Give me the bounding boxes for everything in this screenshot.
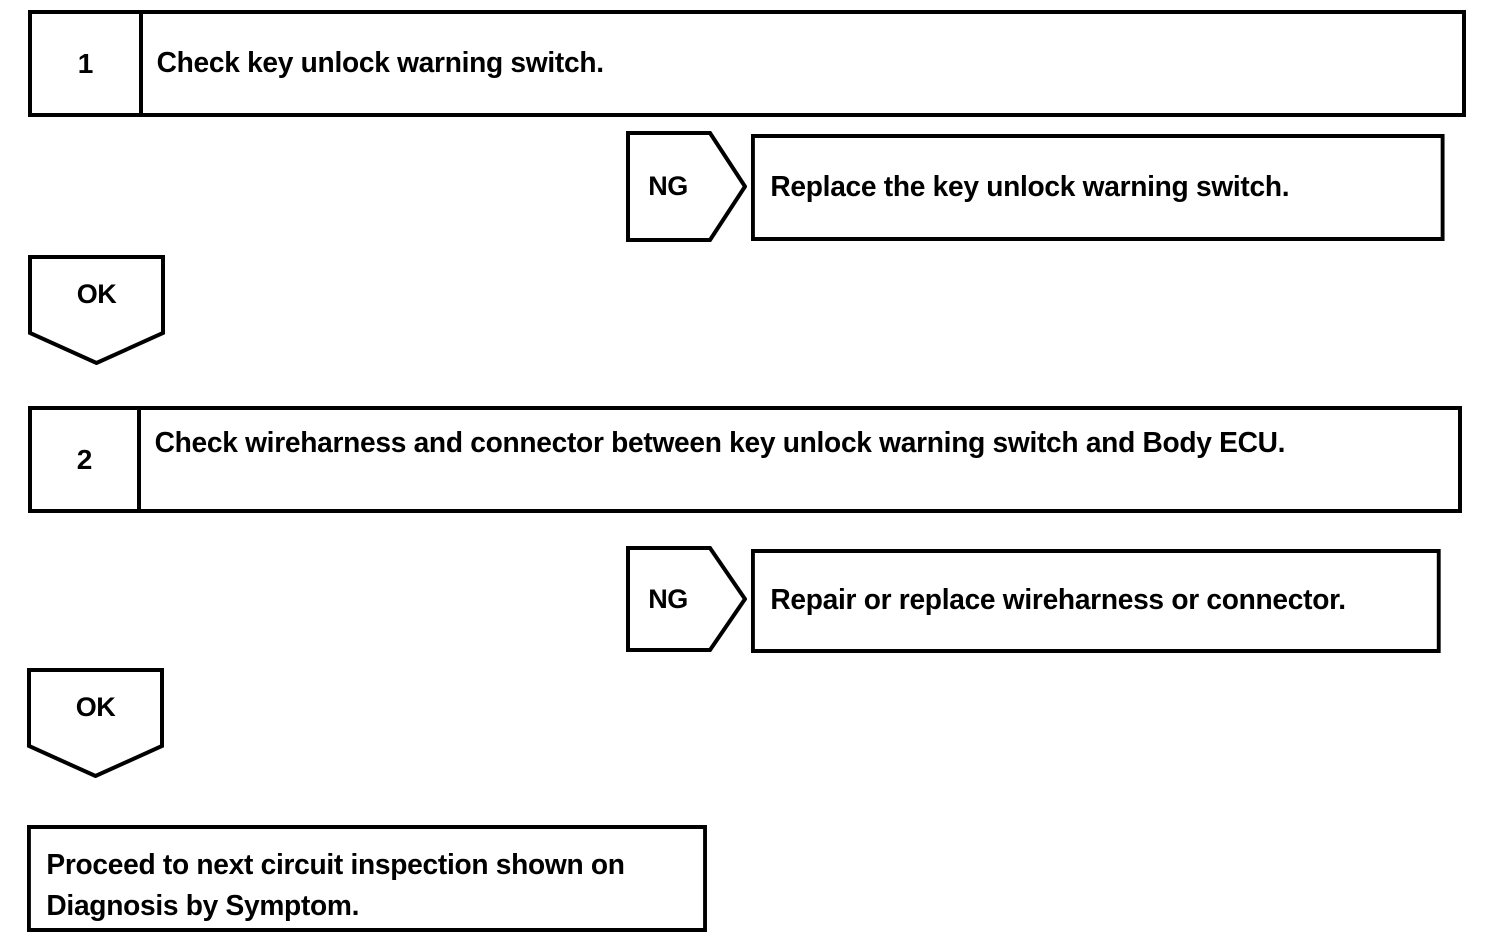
step-1-ng-action-box: Replace the key unlock warning switch. xyxy=(751,134,1445,241)
final-outcome-box: Proceed to next circuit inspection shown… xyxy=(27,825,707,932)
step-2-ng-tag: NG xyxy=(626,546,747,652)
step-2-ng-action-box: Repair or replace wireharness or connect… xyxy=(751,549,1441,653)
step-2-instruction: Check wireharness and connector between … xyxy=(154,427,1286,459)
step-2-ok-tag: OK xyxy=(27,668,164,778)
step-1-number: 1 xyxy=(32,14,143,113)
step-1-box: 1 Check key unlock warning switch. xyxy=(28,10,1466,117)
step-2-number: 2 xyxy=(32,410,141,509)
step-1-ok-tag: OK xyxy=(28,255,165,365)
ng-pentagon-icon xyxy=(626,546,747,652)
step-1-ng-label: NG xyxy=(648,171,688,201)
ng-pentagon-icon xyxy=(626,131,747,242)
step-1-instruction: Check key unlock warning switch. xyxy=(156,46,604,79)
step-2-box: 2 Check wireharness and connector betwee… xyxy=(28,406,1462,513)
step-1-ng-tag: NG xyxy=(626,131,747,242)
ok-pentagon-icon xyxy=(28,255,165,365)
step-1-ok-label: OK xyxy=(76,278,117,309)
step-2-ng-label: NG xyxy=(648,583,688,614)
step-2-ok-label: OK xyxy=(75,691,116,722)
ok-pentagon-icon xyxy=(27,668,164,778)
